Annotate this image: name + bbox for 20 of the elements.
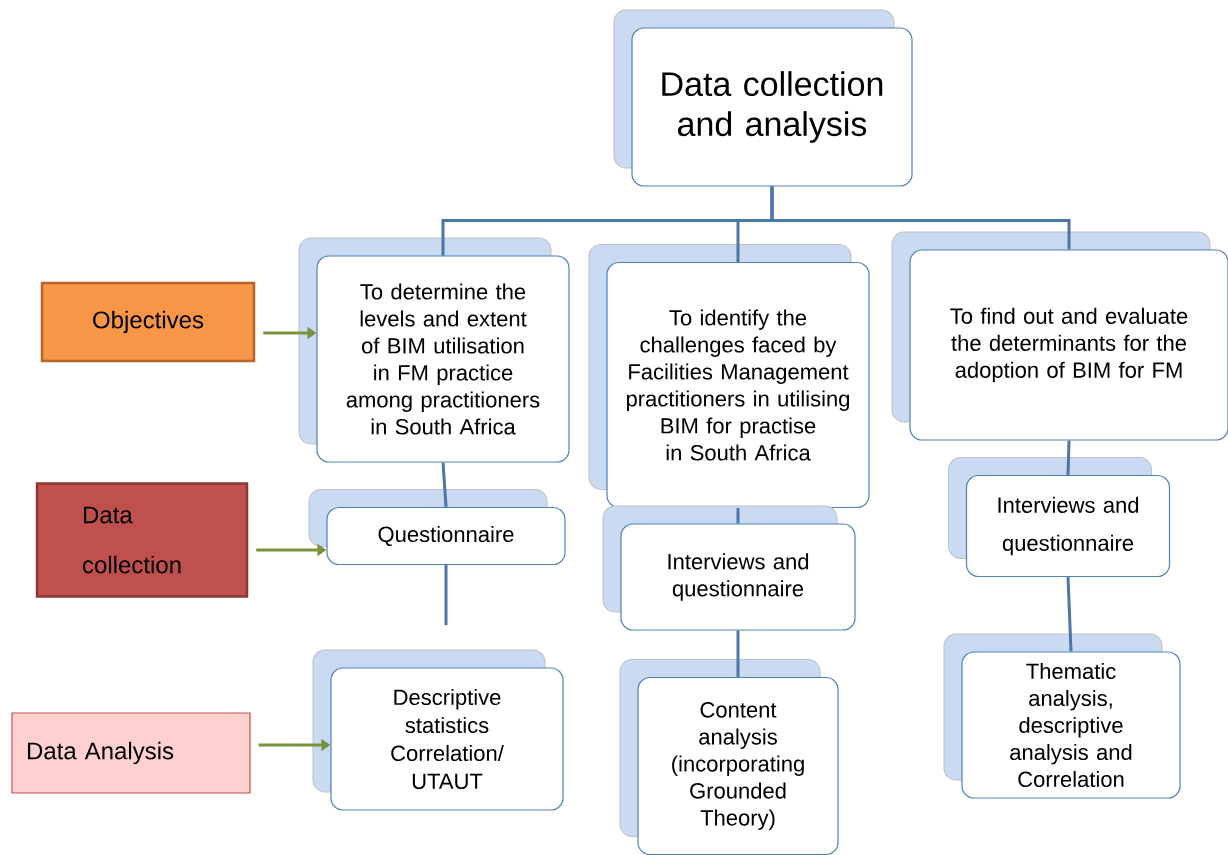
label-box: Data Analysis: [11, 712, 251, 794]
connector-line: [1066, 440, 1071, 475]
connector-line: [736, 508, 740, 524]
text-box: To find out and evaluate the determinants for the adoption of BIM for FM: [891, 231, 1228, 441]
text-box: Content analysis (incorporating Grounded Theory): [619, 659, 839, 855]
text-box: Data collection and analysis: [613, 9, 913, 187]
connector-line: [441, 462, 448, 507]
text-box: Descriptive statistics Correlation/ UTAUT: [312, 649, 564, 811]
text-box: To identify the challenges faced by Facilities Management practitioners in utilising BIM for practise in South Africa: [588, 244, 870, 509]
text-box: Thematic analysis, descriptive analysis and Correlation: [943, 633, 1181, 799]
connector-line: [444, 565, 448, 626]
text-box: Interviews and questionnaire: [602, 505, 856, 631]
label-box: Objectives: [40, 281, 256, 363]
label-box: Data collection: [35, 482, 249, 598]
text-box: To determine the levels and extent of BIM utilisation in FM practice among practitioners in South Africa: [298, 237, 570, 463]
connector-line: [1066, 577, 1073, 652]
connector-line: [736, 630, 740, 677]
text-box: Questionnaire: [308, 489, 566, 566]
text-box: Interviews and questionnaire: [948, 457, 1171, 578]
connector-line: [770, 186, 1071, 250]
